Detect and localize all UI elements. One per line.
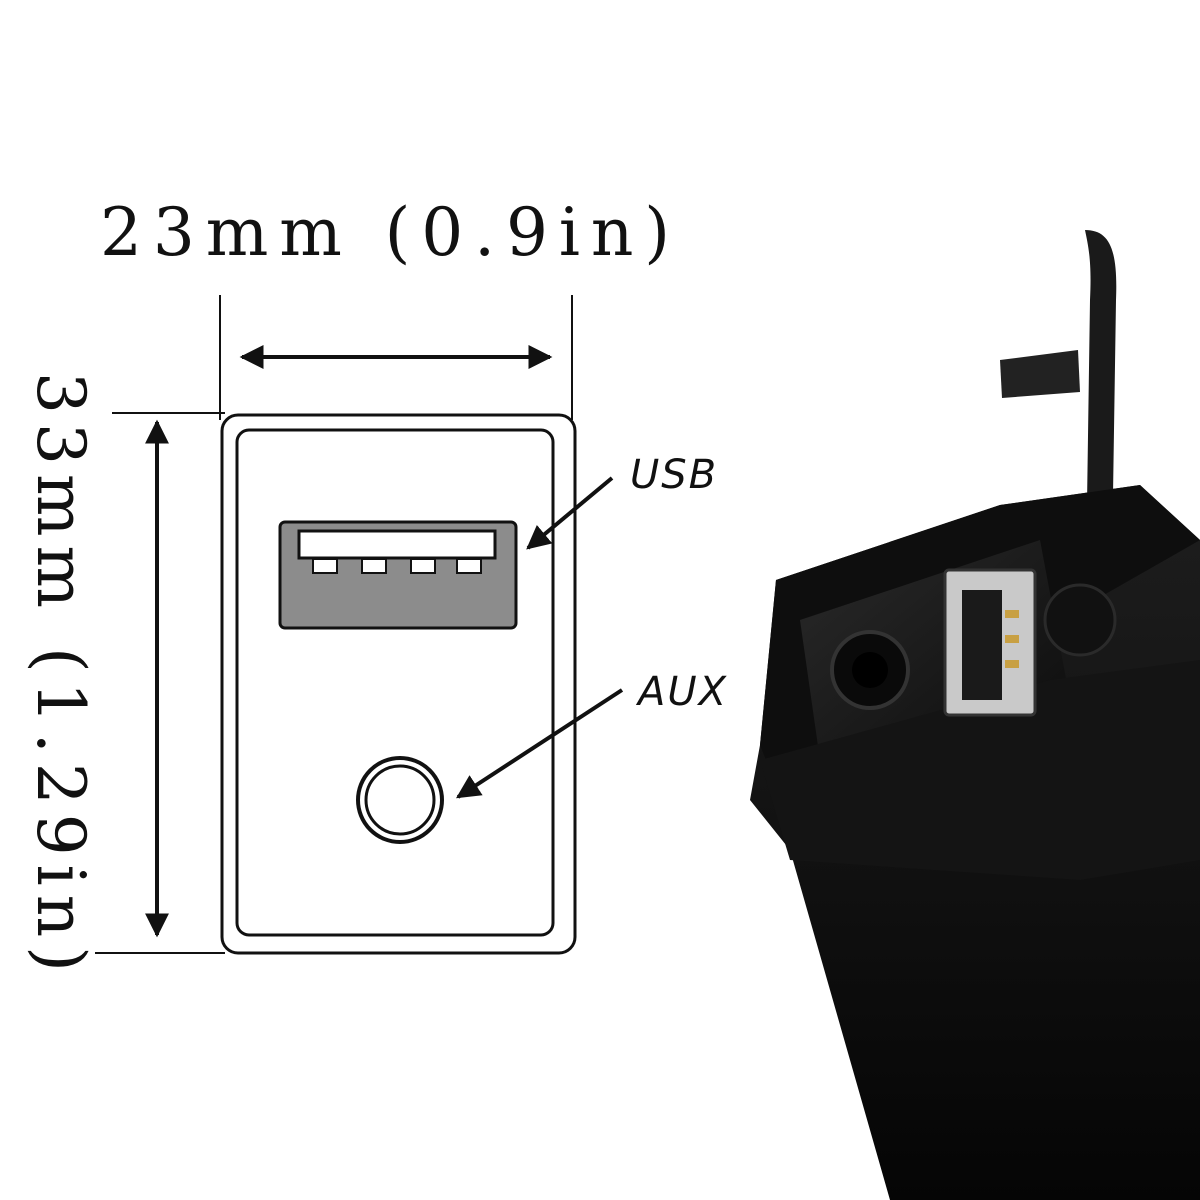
aux-jack-icon (356, 756, 444, 844)
panel-inner-outline (235, 428, 555, 937)
width-dimension-label: 23mm (0.9in) (100, 194, 670, 271)
height-dimension-label: 33mm (1.29in) (22, 372, 99, 972)
product-photo (750, 230, 1200, 1200)
usb-callout-label: USB (630, 452, 718, 498)
usb-port-icon (278, 520, 518, 630)
aux-callout-arrow (455, 688, 624, 799)
usb-callout-arrow (526, 476, 614, 550)
aux-callout-label: AUX (635, 669, 728, 715)
panel-outline (220, 413, 577, 955)
